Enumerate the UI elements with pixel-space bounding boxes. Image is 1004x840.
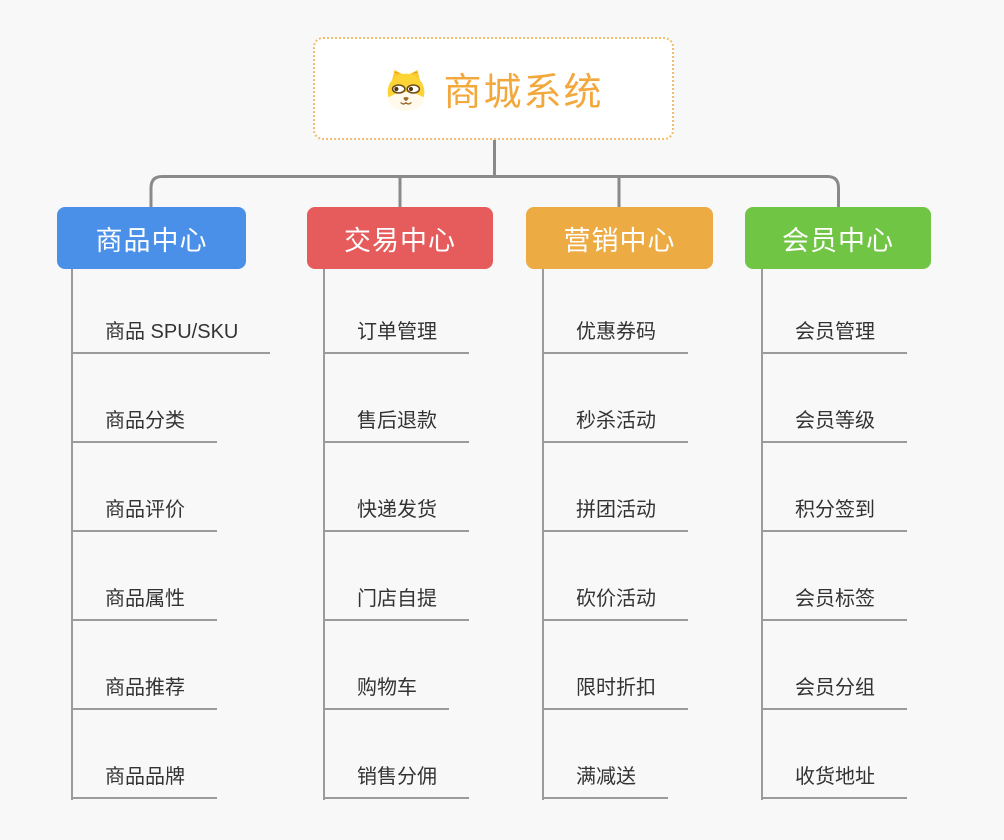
root-branch-links <box>149 138 840 209</box>
subtopic-node[interactable]: 会员标签 <box>762 584 907 621</box>
subtopic-node[interactable]: 商品属性 <box>72 584 217 621</box>
subtopic-node[interactable]: 商品 SPU/SKU <box>72 317 271 354</box>
subtopic-node[interactable]: 秒杀活动 <box>543 406 688 443</box>
subtopic-node[interactable]: 会员分组 <box>762 673 907 710</box>
subtopic-node[interactable]: 商品品牌 <box>72 762 217 799</box>
subtopic-node[interactable]: 门店自提 <box>324 584 469 621</box>
subtopic-node[interactable]: 快递发货 <box>324 495 469 532</box>
branch-node-marketing-center[interactable]: 营销中心 <box>526 207 713 269</box>
subtopic-node[interactable]: 积分签到 <box>762 495 907 532</box>
subtopic-node[interactable]: 优惠券码 <box>543 317 688 354</box>
subtopic-node[interactable]: 拼团活动 <box>543 495 688 532</box>
root-topic-title: 商城系统 <box>443 72 604 114</box>
subtopic-node[interactable]: 满减送 <box>543 762 668 799</box>
subtopic-node[interactable]: 售后退款 <box>324 406 469 443</box>
subtopic-node[interactable]: 购物车 <box>324 673 449 710</box>
subtopic-node[interactable]: 限时折扣 <box>543 673 688 710</box>
subtopic-node[interactable]: 订单管理 <box>324 317 469 354</box>
subtopic-node[interactable]: 会员管理 <box>762 317 907 354</box>
subtopic-node[interactable]: 会员等级 <box>762 406 907 443</box>
subtopic-node[interactable]: 销售分佣 <box>324 762 469 799</box>
branch-node-member-center[interactable]: 会员中心 <box>745 207 931 269</box>
branch-node-trade-center[interactable]: 交易中心 <box>307 207 493 269</box>
subtopic-node[interactable]: 砍价活动 <box>543 584 688 621</box>
subtopic-node[interactable]: 商品评价 <box>72 495 217 532</box>
subtopic-node[interactable]: 商品分类 <box>72 406 217 443</box>
subtopic-node[interactable]: 商品推荐 <box>72 673 217 710</box>
root-topic-node[interactable]: 商城系统 <box>313 37 674 140</box>
branch-node-product-center[interactable]: 商品中心 <box>57 207 246 269</box>
subtopic-node[interactable]: 收货地址 <box>762 762 907 799</box>
shiba-dog-icon <box>388 69 425 110</box>
